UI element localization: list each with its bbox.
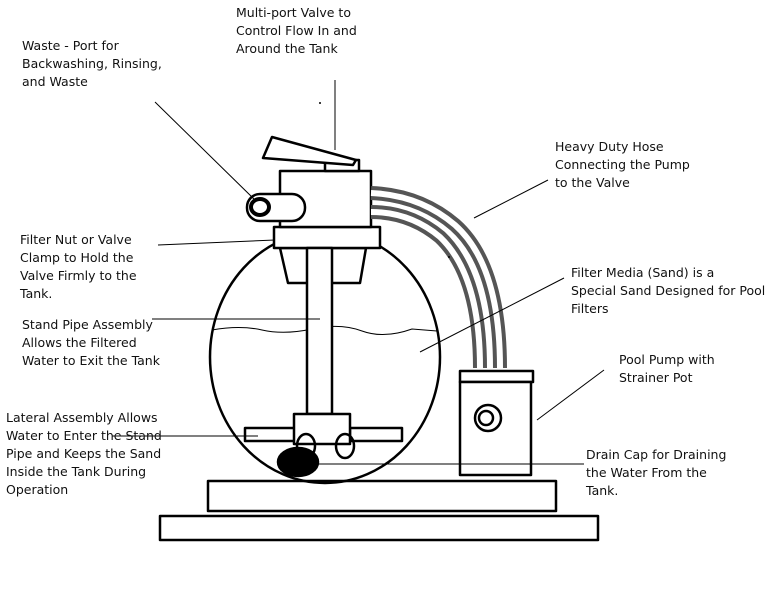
pump-motor-outer: [473, 403, 503, 433]
label-drain-cap: Drain Cap for Draining the Water From th…: [586, 447, 727, 498]
lateral-arm-right: [348, 426, 404, 443]
valve-handle: [261, 135, 358, 167]
filter-nut-clamp: [272, 225, 382, 250]
stray-dot: [319, 102, 321, 104]
pump-motor-inner: [477, 409, 495, 427]
label-heavy-duty-hose: Heavy Duty Hose Connecting the Pump to t…: [555, 139, 690, 190]
stand-pipe: [305, 246, 334, 416]
hose-inner-top: [370, 190, 503, 369]
lateral-arm-left: [243, 426, 297, 443]
stray-dot-2: [448, 256, 450, 258]
label-filter-nut: Filter Nut or Valve Clamp to Hold the Va…: [20, 232, 137, 301]
lower-base-platform: [158, 514, 600, 542]
hose-inner-bottom: [370, 209, 483, 369]
label-multiport-valve: Multi-port Valve to Control Flow In and …: [236, 5, 357, 56]
label-pool-pump: Pool Pump with Strainer Pot: [619, 352, 715, 385]
upper-base-platform: [206, 479, 558, 513]
leader-filter-nut: [157, 239, 276, 246]
lateral-ring-right: [334, 432, 356, 460]
leader-filter-media: [419, 277, 565, 353]
leader-waste-port: [154, 101, 256, 201]
leader-pool-pump: [536, 369, 605, 421]
leader-heavy-duty-hose: [473, 179, 549, 219]
label-lateral-assembly: Lateral Assembly Allows Water to Enter t…: [6, 410, 162, 497]
label-waste-port: Waste - Port for Backwashing, Rinsing, a…: [22, 38, 162, 89]
waste-port-opening: [249, 197, 271, 217]
lateral-hub: [292, 412, 352, 446]
drain-cap: [276, 446, 320, 478]
label-filter-media: Filter Media (Sand) is a Special Sand De…: [571, 265, 766, 316]
pump-top-lid: [458, 369, 535, 384]
label-stand-pipe: Stand Pipe Assembly Allows the Filtered …: [22, 317, 160, 368]
